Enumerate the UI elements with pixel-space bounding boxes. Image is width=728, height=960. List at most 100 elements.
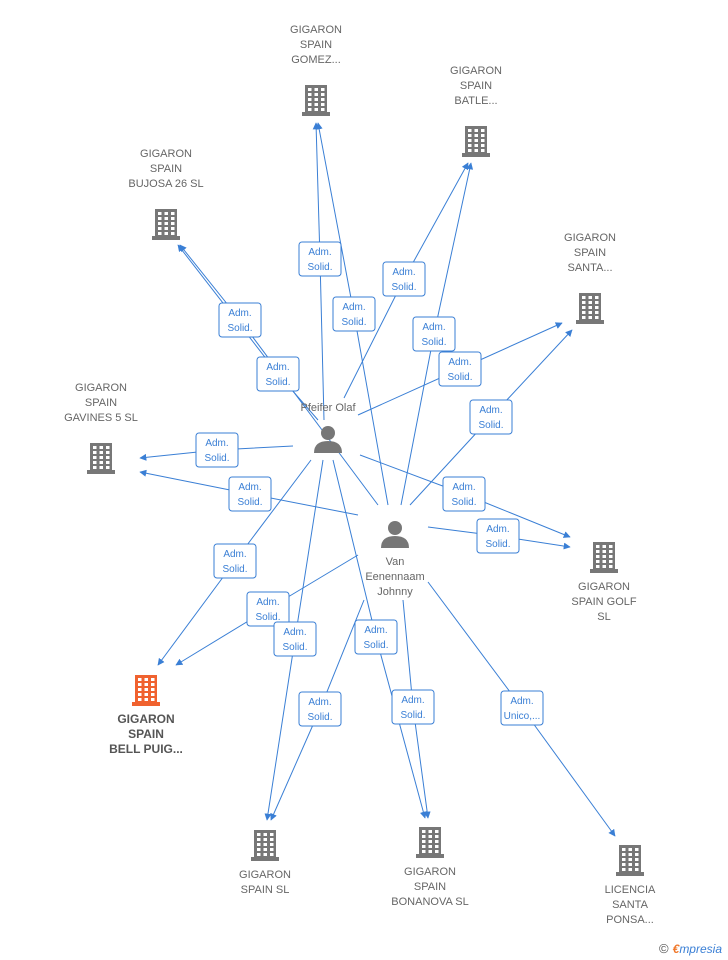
company-node-santa[interactable]: GIGARON SPAIN SANTA... [564,232,616,324]
company-label: GIGARON [75,382,127,394]
edge-label-text: Adm. [283,627,306,638]
building-icon [416,827,444,858]
edge-label-van-bonanova[interactable]: Adm. Solid. [391,689,435,725]
company-label: BONANOVA SL [391,896,468,908]
company-label: SPAIN [574,247,606,259]
edge-label-text: Adm. [401,695,424,706]
edge-label-box [273,621,317,657]
company-label: SPAIN [150,163,182,175]
edge-label-van-licencia[interactable]: Adm.Unico,... [500,690,544,726]
edge-label-van-batle[interactable]: Adm. Solid. [412,316,456,352]
company-label: GIGARON [117,712,174,726]
edge-label-van-bellpuig[interactable]: Adm.Solid. [246,591,290,627]
person-node-olaf[interactable]: Pfeifer Olaf [300,402,356,453]
edge-label-text: Adm. [308,247,331,258]
edge-label-text: Adm. [238,482,261,493]
edge-label-text: Solid. [237,497,262,508]
edge-label-text: Solid. [204,453,229,464]
edge-label-van-golf[interactable]: Adm. Solid. [476,518,520,554]
brand-logo-e: € [672,942,680,956]
edge-label-text: Solid. [451,497,476,508]
company-node-licencia[interactable]: LICENCIASANTAPONSA... [605,845,656,926]
edge-label-van-bujosa[interactable]: Adm.Solid. [218,302,262,338]
edge-label-text: Solid. [485,539,510,550]
edge-label-text: Solid. [391,282,416,293]
company-label: GOMEZ... [291,54,341,66]
edge-label-text: Solid. [447,372,472,383]
footer-brand: ©€mpresia [659,941,722,956]
company-label: GIGARON [578,581,630,593]
edge-label-van-gavines[interactable]: Adm. Solid. [228,476,272,512]
edge-label-text: Adm. [422,322,445,333]
edge-label-box [391,689,435,725]
edge-label-van-spainsl[interactable]: Adm.Solid. [298,691,342,727]
edge-label-text: Adm. [223,549,246,560]
company-label: LICENCIA [605,884,656,896]
edge-label-van-santa[interactable]: Adm.Solid. [469,399,513,435]
edge-label-text: Adm. [308,697,331,708]
edge-label-text: Solid. [363,640,388,651]
edge-label-olaf-bonanova[interactable]: Adm. Solid. [354,619,398,655]
edge-label-olaf-bellpuig[interactable]: Adm. Solid. [213,543,257,579]
edge-label-text: Solid. [421,337,446,348]
edge-label-box [298,241,342,277]
company-node-batle[interactable]: GIGARONSPAINBATLE... [450,65,502,157]
edge-label-olaf-batle[interactable]: Adm.Solid. [382,261,426,297]
building-icon [87,443,115,474]
edge-label-box [469,399,513,435]
edge-label-van-gomez[interactable]: Adm.Solid. [332,296,376,332]
company-label: SPAIN [300,39,332,51]
company-label: SL [597,611,610,623]
company-label: GIGARON [290,24,342,36]
company-label: SPAIN [414,881,446,893]
edge-label-box [354,619,398,655]
building-icon [152,209,180,240]
company-label: SANTA... [567,262,612,274]
person-icon [314,426,342,453]
company-node-golf[interactable]: GIGARON SPAIN GOLF SL [571,542,637,623]
edge-label-text: Solid. [478,420,503,431]
building-icon [590,542,618,573]
building-icon [616,845,644,876]
edge-label-box [412,316,456,352]
edge-labels-layer: Adm. Solid. Adm. Solid. Adm. Solid. Adm. Solid.… [195,241,544,727]
company-label: BATLE... [454,95,497,107]
edge-label-box [195,432,239,468]
edge-label-text: Solid. [400,710,425,721]
edge-label-olaf-santa[interactable]: Adm.Solid. [438,351,482,387]
person-label: Johnny [377,586,413,598]
edge-label-box [228,476,272,512]
edge-label-text: Adm. [486,524,509,535]
edge-label-box [213,543,257,579]
edge-label-olaf-gavines[interactable]: Adm.Solid. [195,432,239,468]
edge-label-text: Solid. [222,564,247,575]
edge-label-olaf-gomez[interactable]: Adm.Solid. [298,241,342,277]
company-label: SPAIN [128,727,164,741]
edge-label-box [500,690,544,726]
edge-label-text: Adm. [510,696,533,707]
edge-label-text: Adm. [364,625,387,636]
edge-label-olaf-golf[interactable]: Adm.Solid. [442,476,486,512]
company-node-gomez[interactable]: GIGARON SPAIN GOMEZ... [290,24,342,116]
company-label: SANTA [612,899,649,911]
company-label: SPAIN [460,80,492,92]
company-label: GAVINES 5 SL [64,412,138,424]
edge-label-olaf-spainsl[interactable]: Adm. Solid. [273,621,317,657]
building-icon [576,293,604,324]
edge-label-box [256,356,300,392]
person-label: Eenennaam [365,571,424,583]
company-label: SPAIN GOLF [571,596,636,608]
company-label: GIGARON [564,232,616,244]
company-label: GIGARON [239,869,291,881]
edges-layer [139,122,616,837]
company-label: BUJOSA 26 SL [128,178,203,190]
edge-label-olaf-bujosa[interactable]: Adm.Solid. [256,356,300,392]
edge-label-text: Solid. [282,642,307,653]
edge-label-text: Adm. [228,308,251,319]
